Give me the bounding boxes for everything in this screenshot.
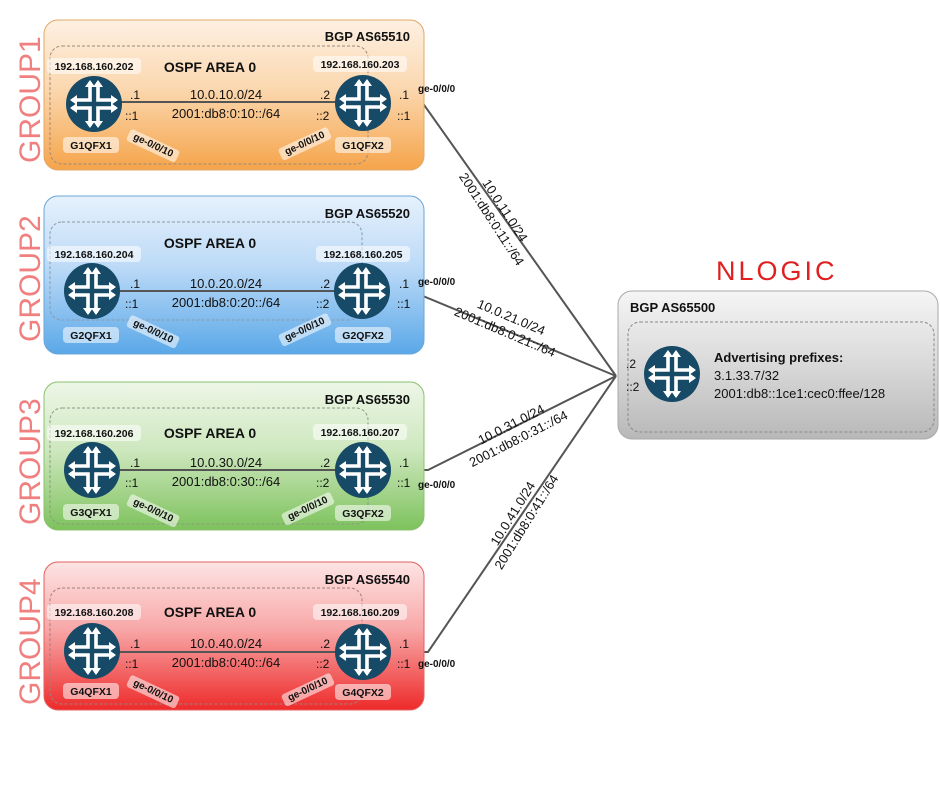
r1-v4: .1 [130,277,140,291]
router-icon [62,621,122,681]
ospf-area: OSPF AREA 0 [164,425,257,441]
r1-v6: ::1 [125,657,139,671]
ospf-area: OSPF AREA 0 [164,604,257,620]
up-v6: ::1 [397,476,411,490]
ospf-box [49,45,369,165]
router-icon [332,261,392,321]
r2-v4: .2 [320,456,330,470]
r1-mgmt-ip: 192.168.160.204 [55,249,134,261]
uplink-labels: 10.0.11.0/24 2001:db8:0:11::/64 10.0.21.… [452,170,570,572]
adv-prefix-v4: 3.1.33.7/32 [714,368,779,383]
uplink-port: ge-0/0/0 [418,84,456,95]
r1-v4: .1 [130,88,140,102]
bgp-asn: BGP AS65530 [325,392,410,407]
r2-name: G4QFX2 [342,687,384,699]
r1-name: G2QFX1 [70,330,112,342]
r2-mgmt-ip: 192.168.160.207 [321,427,400,439]
ospf-box [49,407,369,525]
group-label: GROUP1 [14,36,47,163]
net-v4: 10.0.20.0/24 [190,276,262,291]
up-v6: ::1 [397,657,411,671]
up-v4: .1 [399,637,409,651]
net-v4: 10.0.10.0/24 [190,87,262,102]
uplink-port: ge-0/0/0 [418,480,456,491]
r1-name: G1QFX1 [70,140,112,152]
r1-mgmt-ip: 192.168.160.202 [55,61,134,73]
bgp-box [43,195,425,355]
core-v6: ::2 [626,380,640,394]
net-v4: 10.0.40.0/24 [190,636,262,651]
r2-v4: .2 [320,88,330,102]
r2-v6: ::2 [316,297,330,311]
r1-v4: .1 [130,456,140,470]
router-icon [64,74,124,134]
r1-v6: ::1 [125,109,139,123]
net-v6: 2001:db8:0:10::/64 [172,106,280,121]
r1-v6: ::1 [125,476,139,490]
r2-name: G2QFX2 [342,330,384,342]
up-v4: .1 [399,88,409,102]
r2-mgmt-ip: 192.168.160.203 [321,59,400,71]
router-icon [62,440,122,500]
core-network: NLOGIC BGP AS65500 .2 ::2 Advertising pr… [617,256,939,440]
group-label: GROUP3 [14,398,47,525]
r1-v4: .1 [130,637,140,651]
ospf-area: OSPF AREA 0 [164,235,257,251]
net-v6: 2001:db8:0:30::/64 [172,474,280,489]
router-icon [333,440,393,500]
net-v6: 2001:db8:0:20::/64 [172,295,280,310]
core-asn: BGP AS65500 [630,300,715,315]
up-v4: .1 [399,277,409,291]
uplink-port: ge-0/0/0 [418,659,456,670]
core-bgp-box [617,290,939,440]
adv-prefix-v6: 2001:db8::1ce1:cec0:ffee/128 [714,386,885,401]
r2-mgmt-ip: 192.168.160.209 [321,607,400,619]
up-v4: .1 [399,456,409,470]
r1-mgmt-ip: 192.168.160.208 [55,607,134,619]
router-icon [333,73,393,133]
ospf-area: OSPF AREA 0 [164,59,257,75]
r2-name: G1QFX2 [342,140,384,152]
r2-v4: .2 [320,277,330,291]
r2-v4: .2 [320,637,330,651]
net-v4: 10.0.30.0/24 [190,455,262,470]
router-icon [642,344,702,404]
r2-v6: ::2 [316,109,330,123]
core-inner-box [627,321,935,433]
r2-v6: ::2 [316,476,330,490]
group-label: GROUP4 [14,578,47,705]
group4: GROUP4 BGP AS65540 OSPF AREA 0 192.168.1… [14,561,456,711]
group3: GROUP3 BGP AS65530 OSPF AREA 0 192.168.1… [14,381,456,531]
r2-name: G3QFX2 [342,508,384,520]
group1: GROUP1 BGP AS65510 OSPF AREA 0 192.168.1… [14,19,456,171]
router-icon [62,261,122,321]
group-label: GROUP2 [14,215,47,342]
adv-title: Advertising prefixes: [714,350,843,365]
up-v6: ::1 [397,297,411,311]
r2-mgmt-ip: 192.168.160.205 [324,249,403,261]
bgp-asn: BGP AS65540 [325,572,410,587]
r1-name: G4QFX1 [70,686,112,698]
bgp-asn: BGP AS65520 [325,206,410,221]
net-v6: 2001:db8:0:40::/64 [172,655,280,670]
bgp-box [43,561,425,711]
r1-name: G3QFX1 [70,507,112,519]
group2: GROUP2 BGP AS65520 OSPF AREA 0 192.168.1… [14,195,456,355]
r1-mgmt-ip: 192.168.160.206 [55,428,134,440]
nlogic-logo: NLOGIC [716,256,838,286]
uplinks [397,101,617,653]
core-v4: .2 [626,357,636,371]
r1-v6: ::1 [125,297,139,311]
router-icon [333,622,393,682]
r2-v6: ::2 [316,657,330,671]
up-v6: ::1 [397,109,411,123]
bgp-asn: BGP AS65510 [325,29,410,44]
uplink-port: ge-0/0/0 [418,277,456,288]
